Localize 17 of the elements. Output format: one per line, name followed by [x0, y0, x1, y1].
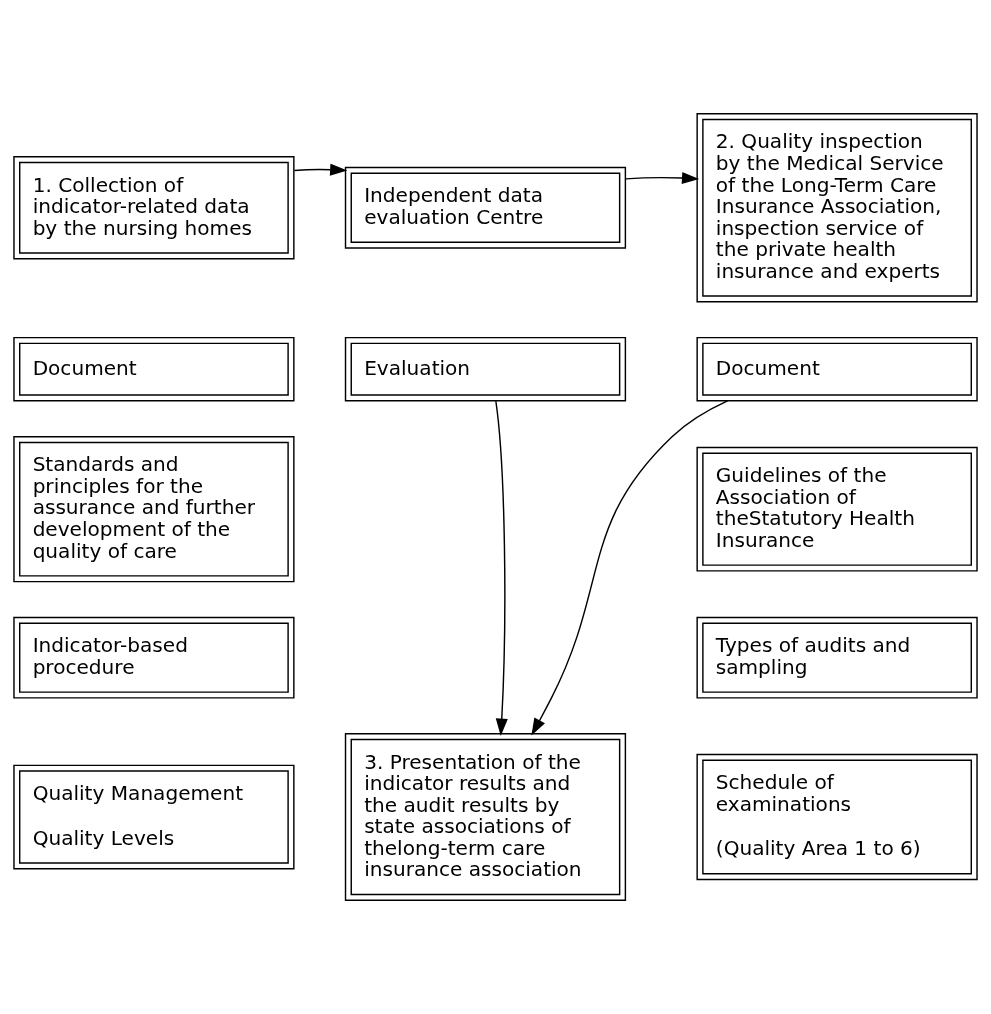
node-box: Independent data evaluation Centre — [344, 166, 627, 249]
arrow — [531, 400, 729, 736]
node-box: 1. Collection of indicator-related data by the nursing homes — [13, 156, 295, 260]
arrow — [624, 172, 700, 185]
node-box: Quality Management Quality Levels — [13, 764, 295, 870]
node-box: Evaluation — [344, 336, 627, 402]
arrow — [495, 400, 508, 736]
node-box: Indicator-based procedure — [13, 616, 295, 699]
node-box: Document — [696, 336, 978, 402]
node-box: Guidelines of the Association of theStatutory Health Insurance — [696, 446, 978, 572]
node-box: Standards and principles for the assurance and further development of the quality of care — [13, 435, 295, 583]
arrow — [293, 163, 348, 176]
node-box: 2. Quality inspection by the Medical Service of the Long-Term Care Insurance Association, inspection service of the private health insurance and experts — [696, 113, 978, 303]
node-box: 3. Presentation of the indicator results and the audit results by state associations of thelong-term care insurance association — [344, 733, 627, 901]
node-box: Types of audits and sampling — [696, 616, 978, 699]
node-box: Document — [13, 336, 295, 402]
node-box: Schedule of examinations (Quality Area 1 to 6) — [696, 753, 978, 881]
